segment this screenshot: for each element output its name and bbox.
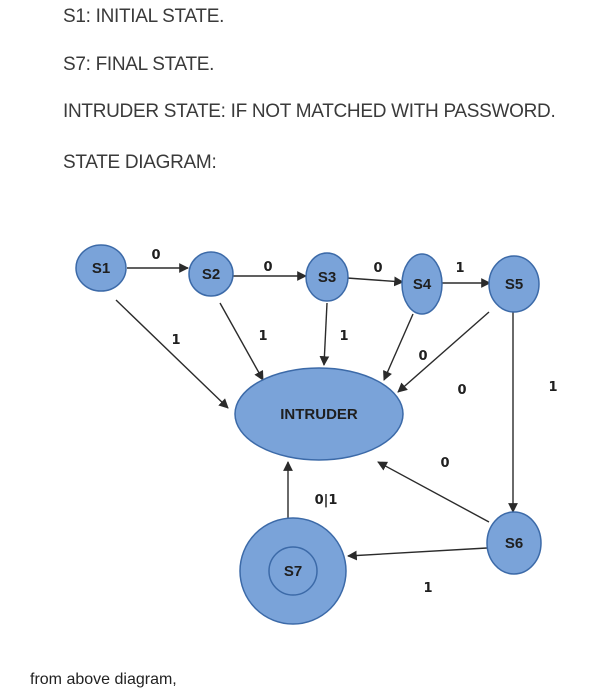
label-s1-s2: 0: [151, 248, 160, 263]
s2-shape: [188, 251, 234, 297]
node-intruder: INTRUDER: [234, 367, 404, 461]
intruder-state-note: INTRUDER STATE: IF NOT MATCHED WITH PASS…: [63, 101, 556, 122]
label-s3-s4: 0: [373, 261, 382, 276]
label-s6-s7: 1: [423, 581, 432, 596]
s6-shape: [486, 511, 542, 575]
edge-s4-intruder: [383, 313, 414, 381]
label-s6-intruder: 0: [440, 456, 449, 471]
s4-shape: [401, 253, 443, 315]
intruder-label: INTRUDER: [280, 406, 358, 423]
node-s1: S1: [75, 244, 127, 292]
label-s5-intruder: 0: [457, 383, 466, 398]
s5-shape: [488, 255, 540, 313]
edge-s1-intruder: [115, 299, 229, 409]
initial-state-note: S1: INITIAL STATE.: [63, 6, 225, 27]
label-s4-intruder: 0: [418, 349, 427, 364]
edge-s2-intruder: [219, 302, 264, 381]
edge-s5-intruder: [397, 311, 490, 393]
nodes: S1 S2 S3 S4 S5 INTRUDER S6 S7: [75, 244, 542, 625]
edge-s3-intruder: [319, 302, 330, 366]
label-s3-intruder: 1: [339, 329, 348, 344]
label-s5-s6: 1: [548, 380, 557, 395]
s3-shape: [305, 252, 349, 302]
s5-label: S5: [505, 276, 523, 293]
edge-s3-s4: [346, 276, 404, 287]
s7-inner-shape: [268, 546, 318, 596]
s1-shape: [75, 244, 127, 292]
label-s7-intruder: 0|1: [315, 493, 338, 508]
s1-label: S1: [92, 260, 110, 277]
s7-label: S7: [284, 563, 302, 580]
node-s5: S5: [488, 255, 540, 313]
s6-label: S6: [505, 535, 523, 552]
node-s7-final: S7: [239, 517, 347, 625]
edge-s6-s7: [347, 547, 488, 561]
s4-label: S4: [413, 276, 432, 293]
footer-text: from above diagram,: [30, 671, 177, 688]
intruder-shape: [234, 367, 404, 461]
edge-s6-intruder: [377, 461, 490, 523]
edges: [115, 263, 518, 561]
node-s4: S4: [401, 253, 443, 315]
label-s1-intruder: 1: [171, 333, 180, 348]
s3-label: S3: [318, 269, 336, 286]
node-s3: S3: [305, 252, 349, 302]
final-state-note: S7: FINAL STATE.: [63, 54, 215, 75]
node-s6: S6: [486, 511, 542, 575]
label-s2-intruder: 1: [258, 329, 267, 344]
s2-label: S2: [202, 266, 220, 283]
state-diagram-heading: STATE DIAGRAM:: [63, 152, 217, 173]
label-s4-s5: 1: [455, 261, 464, 276]
label-s2-s3: 0: [263, 260, 272, 275]
node-s2: S2: [188, 251, 234, 297]
edge-labels: 0 0 0 1 1 1 1 0 0 1 0 1 0|1: [151, 248, 557, 596]
